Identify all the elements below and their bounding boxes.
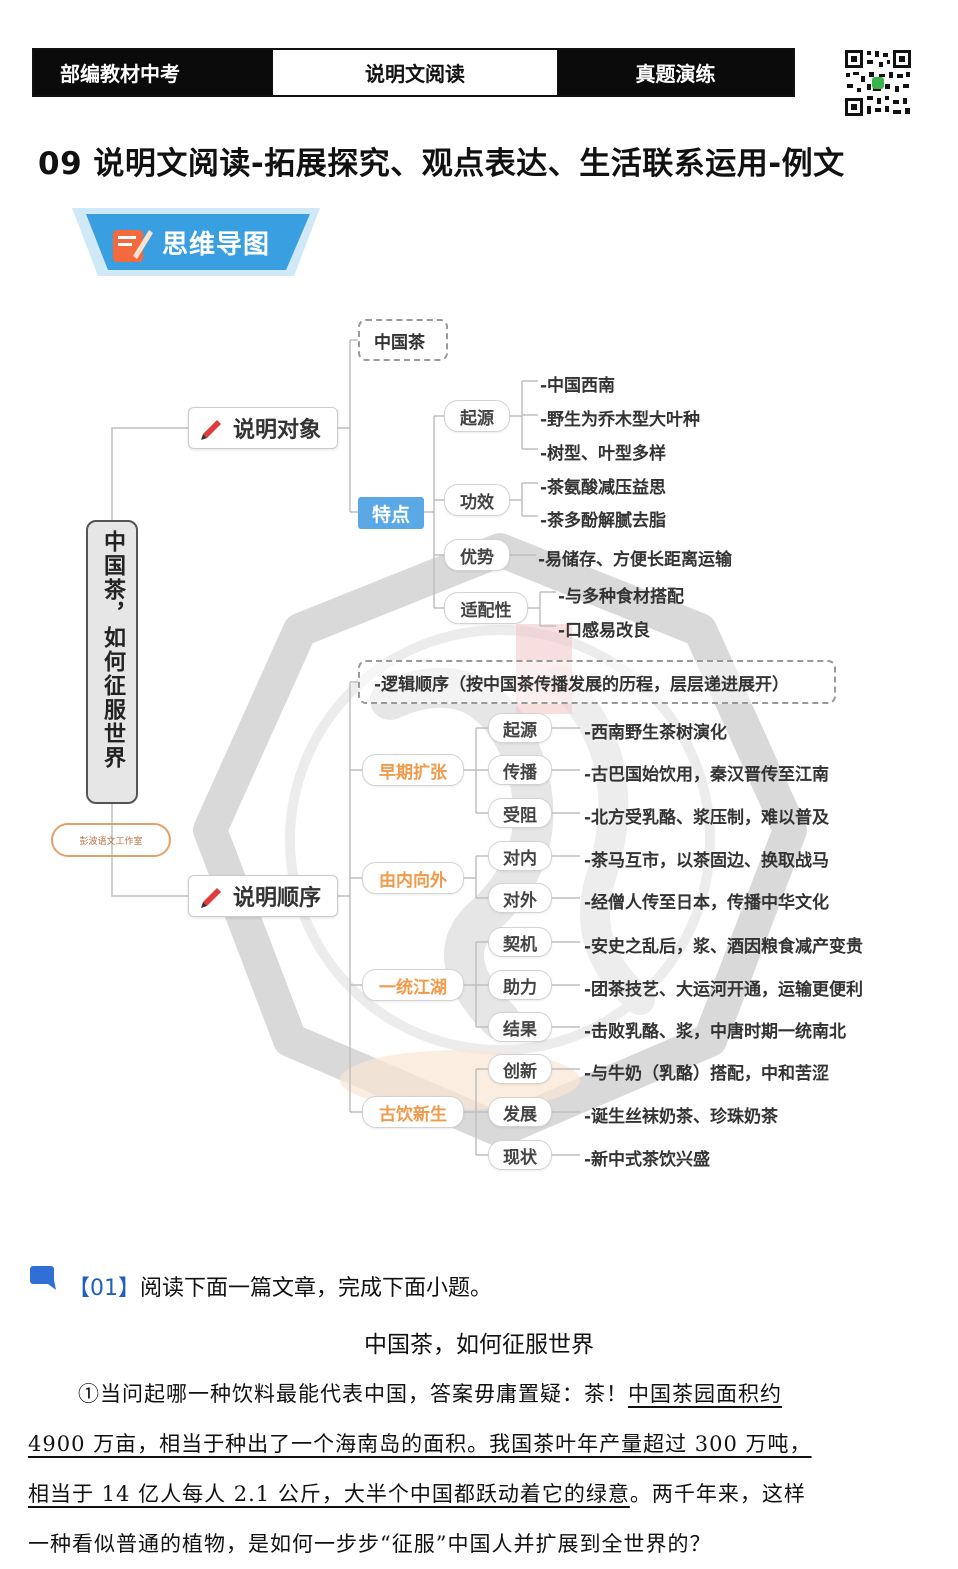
stage-sub-text: -经僧人传至日本，传播中华文化 (584, 893, 830, 913)
feature-node: 特点 (358, 497, 424, 529)
stage-sub-label: 起源 (488, 713, 552, 743)
stage-sub-text: -新中式茶饮兴盛 (584, 1150, 711, 1170)
feature-origin-item: -中国西南 (540, 376, 616, 396)
object-node: 中国茶 (358, 319, 448, 361)
feature-effect-item: -茶氨酸减压益思 (540, 478, 667, 498)
feature-advantage-item: -易储存、方便长距离运输 (538, 550, 733, 570)
article-line-1: ①当问起哪一种饮料最能代表中国，答案毋庸置疑：茶！中国茶园面积约 (28, 1378, 928, 1408)
stage-sub-text: -茶马互市，以茶固边、换取战马 (584, 851, 830, 871)
stage-sub-text: -西南野生茶树演化 (584, 723, 728, 743)
branch1-label: 说明对象 (233, 418, 322, 443)
p1-line4: 一种看似普通的植物，是如何一步步“征服”中国人并扩展到全世界的？ (28, 1532, 712, 1556)
note-icon (113, 230, 153, 262)
branch2-label: 说明顺序 (233, 886, 322, 911)
article-line-2: 4900 万亩，相当于种出了一个海南岛的面积。我国茶叶年产量超过 300 万吨， (28, 1428, 928, 1458)
feature-adaptability-item: -与多种食材搭配 (558, 587, 685, 607)
stage-sub-text: -诞生丝袜奶茶、珍珠奶茶 (584, 1107, 779, 1127)
stage-sub-label: 发展 (488, 1097, 552, 1127)
stage-sub-label: 现状 (488, 1140, 552, 1170)
mindmap-root: 中国茶，如何征服世界 (86, 520, 138, 804)
stage-inside-out: 由内向外 (362, 862, 464, 894)
qr-code-icon (843, 48, 913, 118)
bookmark-icon (30, 1266, 56, 1290)
feature-adaptability: 适配性 (444, 592, 528, 624)
stage-unification: 一统江湖 (362, 969, 464, 1001)
stage-rebirth: 古饮新生 (362, 1096, 464, 1128)
question-number: 01 (90, 1276, 119, 1301)
question-bracket-close: 】 (118, 1276, 141, 1301)
feature-origin-item: -树型、叶型多样 (540, 444, 667, 464)
stage-sub-text: -安史之乱后，浆、酒因粮食减产变贵 (584, 937, 864, 957)
header-middle-label: 说明文阅读 (272, 50, 558, 95)
p1-underline-1: 中国茶园面积约 (628, 1382, 782, 1406)
stage-sub-text: -古巴国始饮用，秦汉晋传至江南 (584, 765, 830, 785)
stage-sub-label: 创新 (488, 1054, 552, 1084)
stage-sub-label: 对内 (488, 841, 552, 871)
stage-early-expansion: 早期扩张 (362, 754, 464, 786)
branch-explanation-order: 说明顺序 (188, 875, 338, 917)
question-bracket-open: 【 (68, 1276, 91, 1301)
page-title: 09 说明文阅读-拓展探究、观点表达、生活联系运用-例文 (38, 146, 845, 182)
stage-sub-text: -团茶技艺、大运河开通，运输更便利 (584, 980, 864, 1000)
p1-underline-3: 相当于 14 亿人每人 2.1 公斤，大半个中国都跃动着它的绿意 (28, 1482, 630, 1506)
stage-sub-label: 契机 (488, 927, 552, 957)
feature-origin-item: -野生为乔木型大叶种 (540, 410, 701, 430)
feature-effect: 功效 (444, 484, 510, 516)
stage-sub-label: 助力 (488, 970, 552, 1000)
feature-effect-item: -茶多酚解腻去脂 (540, 511, 667, 531)
article-line-3: 相当于 14 亿人每人 2.1 公斤，大半个中国都跃动着它的绿意。两千年来，这样 (28, 1478, 928, 1508)
question-instruction: 阅读下面一篇文章，完成下面小题。 (140, 1276, 493, 1301)
stage-sub-label: 对外 (488, 883, 552, 913)
feature-adaptability-item: -口感易改良 (558, 621, 651, 641)
header-bar: 部编教材中考 说明文阅读 真题演练 (32, 48, 795, 97)
pencil-icon (201, 888, 221, 908)
header-right-label: 真题演练 (558, 50, 793, 95)
stage-sub-text: -北方受乳酪、浆压制，难以普及 (584, 808, 830, 828)
p1-underline-2: 4900 万亩，相当于种出了一个海南岛的面积。我国茶叶年产量超过 300 万吨， (28, 1432, 812, 1456)
pencil-icon (201, 420, 221, 440)
stage-sub-label: 传播 (488, 755, 552, 785)
feature-advantage: 优势 (444, 539, 510, 571)
p1-tail: 。两千年来，这样 (629, 1482, 806, 1506)
question-line: 【01】阅读下面一篇文章，完成下面小题。 (68, 1270, 492, 1302)
order-node: -逻辑顺序（按中国茶传播发展的历程，层层递进展开） (358, 660, 836, 704)
badge-label: 思维导图 (162, 230, 271, 260)
p1-lead: ①当问起哪一种饮料最能代表中国，答案毋庸置疑：茶！ (78, 1382, 628, 1406)
stage-sub-label: 结果 (488, 1012, 552, 1042)
branch-explanation-object: 说明对象 (188, 407, 338, 449)
article-line-4: 一种看似普通的植物，是如何一步步“征服”中国人并扩展到全世界的？ (28, 1528, 928, 1558)
article-title: 中国茶，如何征服世界 (364, 1332, 594, 1358)
header-left-label: 部编教材中考 (34, 50, 272, 95)
stage-sub-text: -与牛奶（乳酪）搭配，中和苦涩 (584, 1064, 830, 1084)
stage-sub-label: 受阻 (488, 798, 552, 828)
feature-origin: 起源 (444, 400, 510, 432)
stage-sub-text: -击败乳酪、浆，中唐时期一统南北 (584, 1022, 847, 1042)
studio-seal: 彭波语文工作室 (51, 823, 171, 857)
root-label: 中国茶，如何征服世界 (100, 530, 125, 770)
